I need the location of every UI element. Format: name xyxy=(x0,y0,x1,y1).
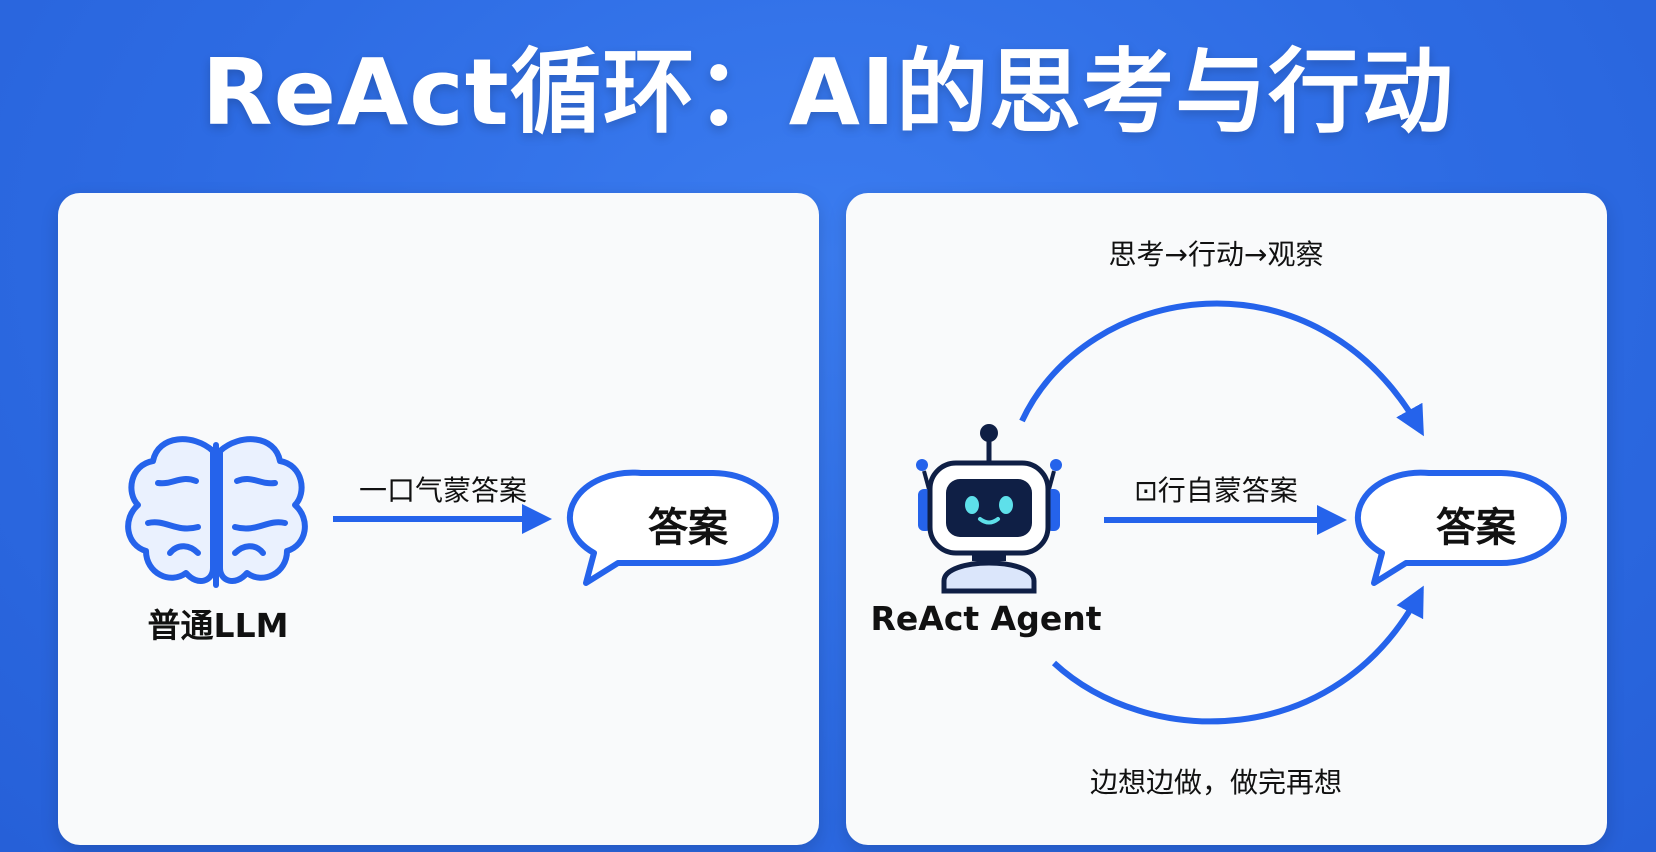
page-title: ReAct循环：AI的思考与行动 xyxy=(201,39,1455,146)
agent-label: ReAct Agent xyxy=(870,599,1102,638)
answer-bubble xyxy=(1354,469,1567,586)
answer-bubble xyxy=(566,469,779,586)
llm-panel: 一口气蒙答案 答案 普通LLM xyxy=(58,193,819,845)
loop-arrow-top xyxy=(1019,300,1424,437)
arrow-label: ⊡行自蒙答案 xyxy=(1134,474,1298,507)
robot-icon xyxy=(916,424,1062,594)
react-loop-diagram xyxy=(916,300,1567,725)
brain-icon xyxy=(125,436,308,588)
arrow-label: 一口气蒙答案 xyxy=(358,474,527,507)
bubble-text: 答案 xyxy=(1436,505,1516,551)
react-agent-panel: 思考→行动→观察 ⊡行自蒙答案 答案 ReAct Agent 边想边做，做完再想 xyxy=(846,193,1607,845)
loop-arrow-bottom xyxy=(1051,585,1424,725)
loop-top-label: 思考→行动→观察 xyxy=(1108,238,1324,271)
llm-diagram xyxy=(125,436,779,588)
model-label: 普通LLM xyxy=(147,606,289,645)
bubble-text: 答案 xyxy=(648,505,728,551)
loop-bottom-label: 边想边做，做完再想 xyxy=(1089,766,1342,799)
